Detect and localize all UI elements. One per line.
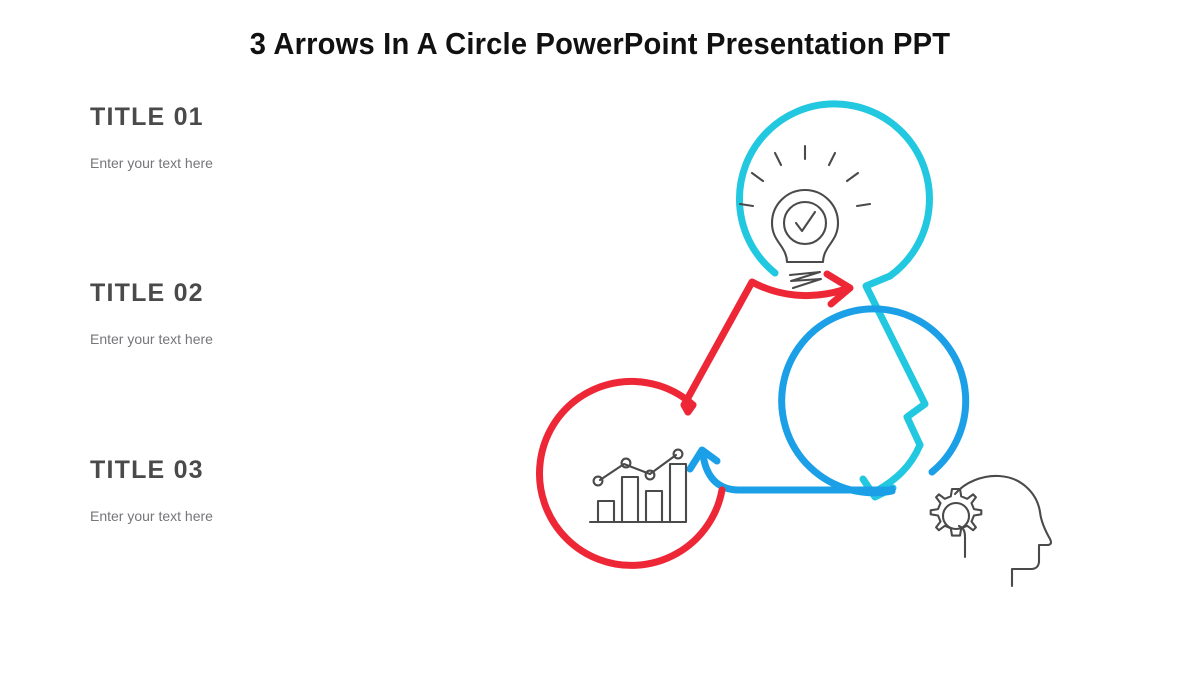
head-gear-icon [929, 474, 1053, 588]
title-02-heading: TITLE 02 [90, 279, 204, 307]
lightbulb-check-icon [738, 144, 872, 290]
title-01-description: Enter your text here [90, 155, 213, 171]
text-block-title-03[interactable]: TITLE 03 Enter your text here [90, 456, 470, 524]
arrow-blue [686, 446, 896, 494]
page-title: 3 Arrows In A Circle PowerPoint Presenta… [249, 26, 951, 61]
title-03-description: Enter your text here [90, 508, 213, 524]
arrow-red-shaft [680, 278, 847, 416]
tail-idea [862, 272, 929, 449]
ring-analytics [536, 378, 726, 569]
title-02-description: Enter your text here [90, 331, 213, 347]
arrow-blue-head [686, 446, 721, 473]
text-block-title-02[interactable]: TITLE 02 Enter your text here [90, 279, 470, 347]
node-analytics[interactable] [536, 378, 726, 569]
arrow-red-head [823, 270, 854, 308]
ring-thinking [778, 305, 970, 497]
node-idea[interactable] [736, 100, 933, 449]
arrow-blue-shaft [699, 451, 896, 494]
title-03-heading: TITLE 03 [90, 456, 204, 484]
ring-idea [736, 100, 933, 280]
bar-chart-line-icon [588, 448, 688, 524]
arrow-cyan-shaft [874, 441, 924, 494]
cycle-diagram [500, 60, 1140, 640]
title-01-heading: TITLE 01 [90, 103, 204, 131]
text-block-title-01[interactable]: TITLE 01 Enter your text here [90, 103, 470, 171]
arrow-red [680, 270, 854, 416]
